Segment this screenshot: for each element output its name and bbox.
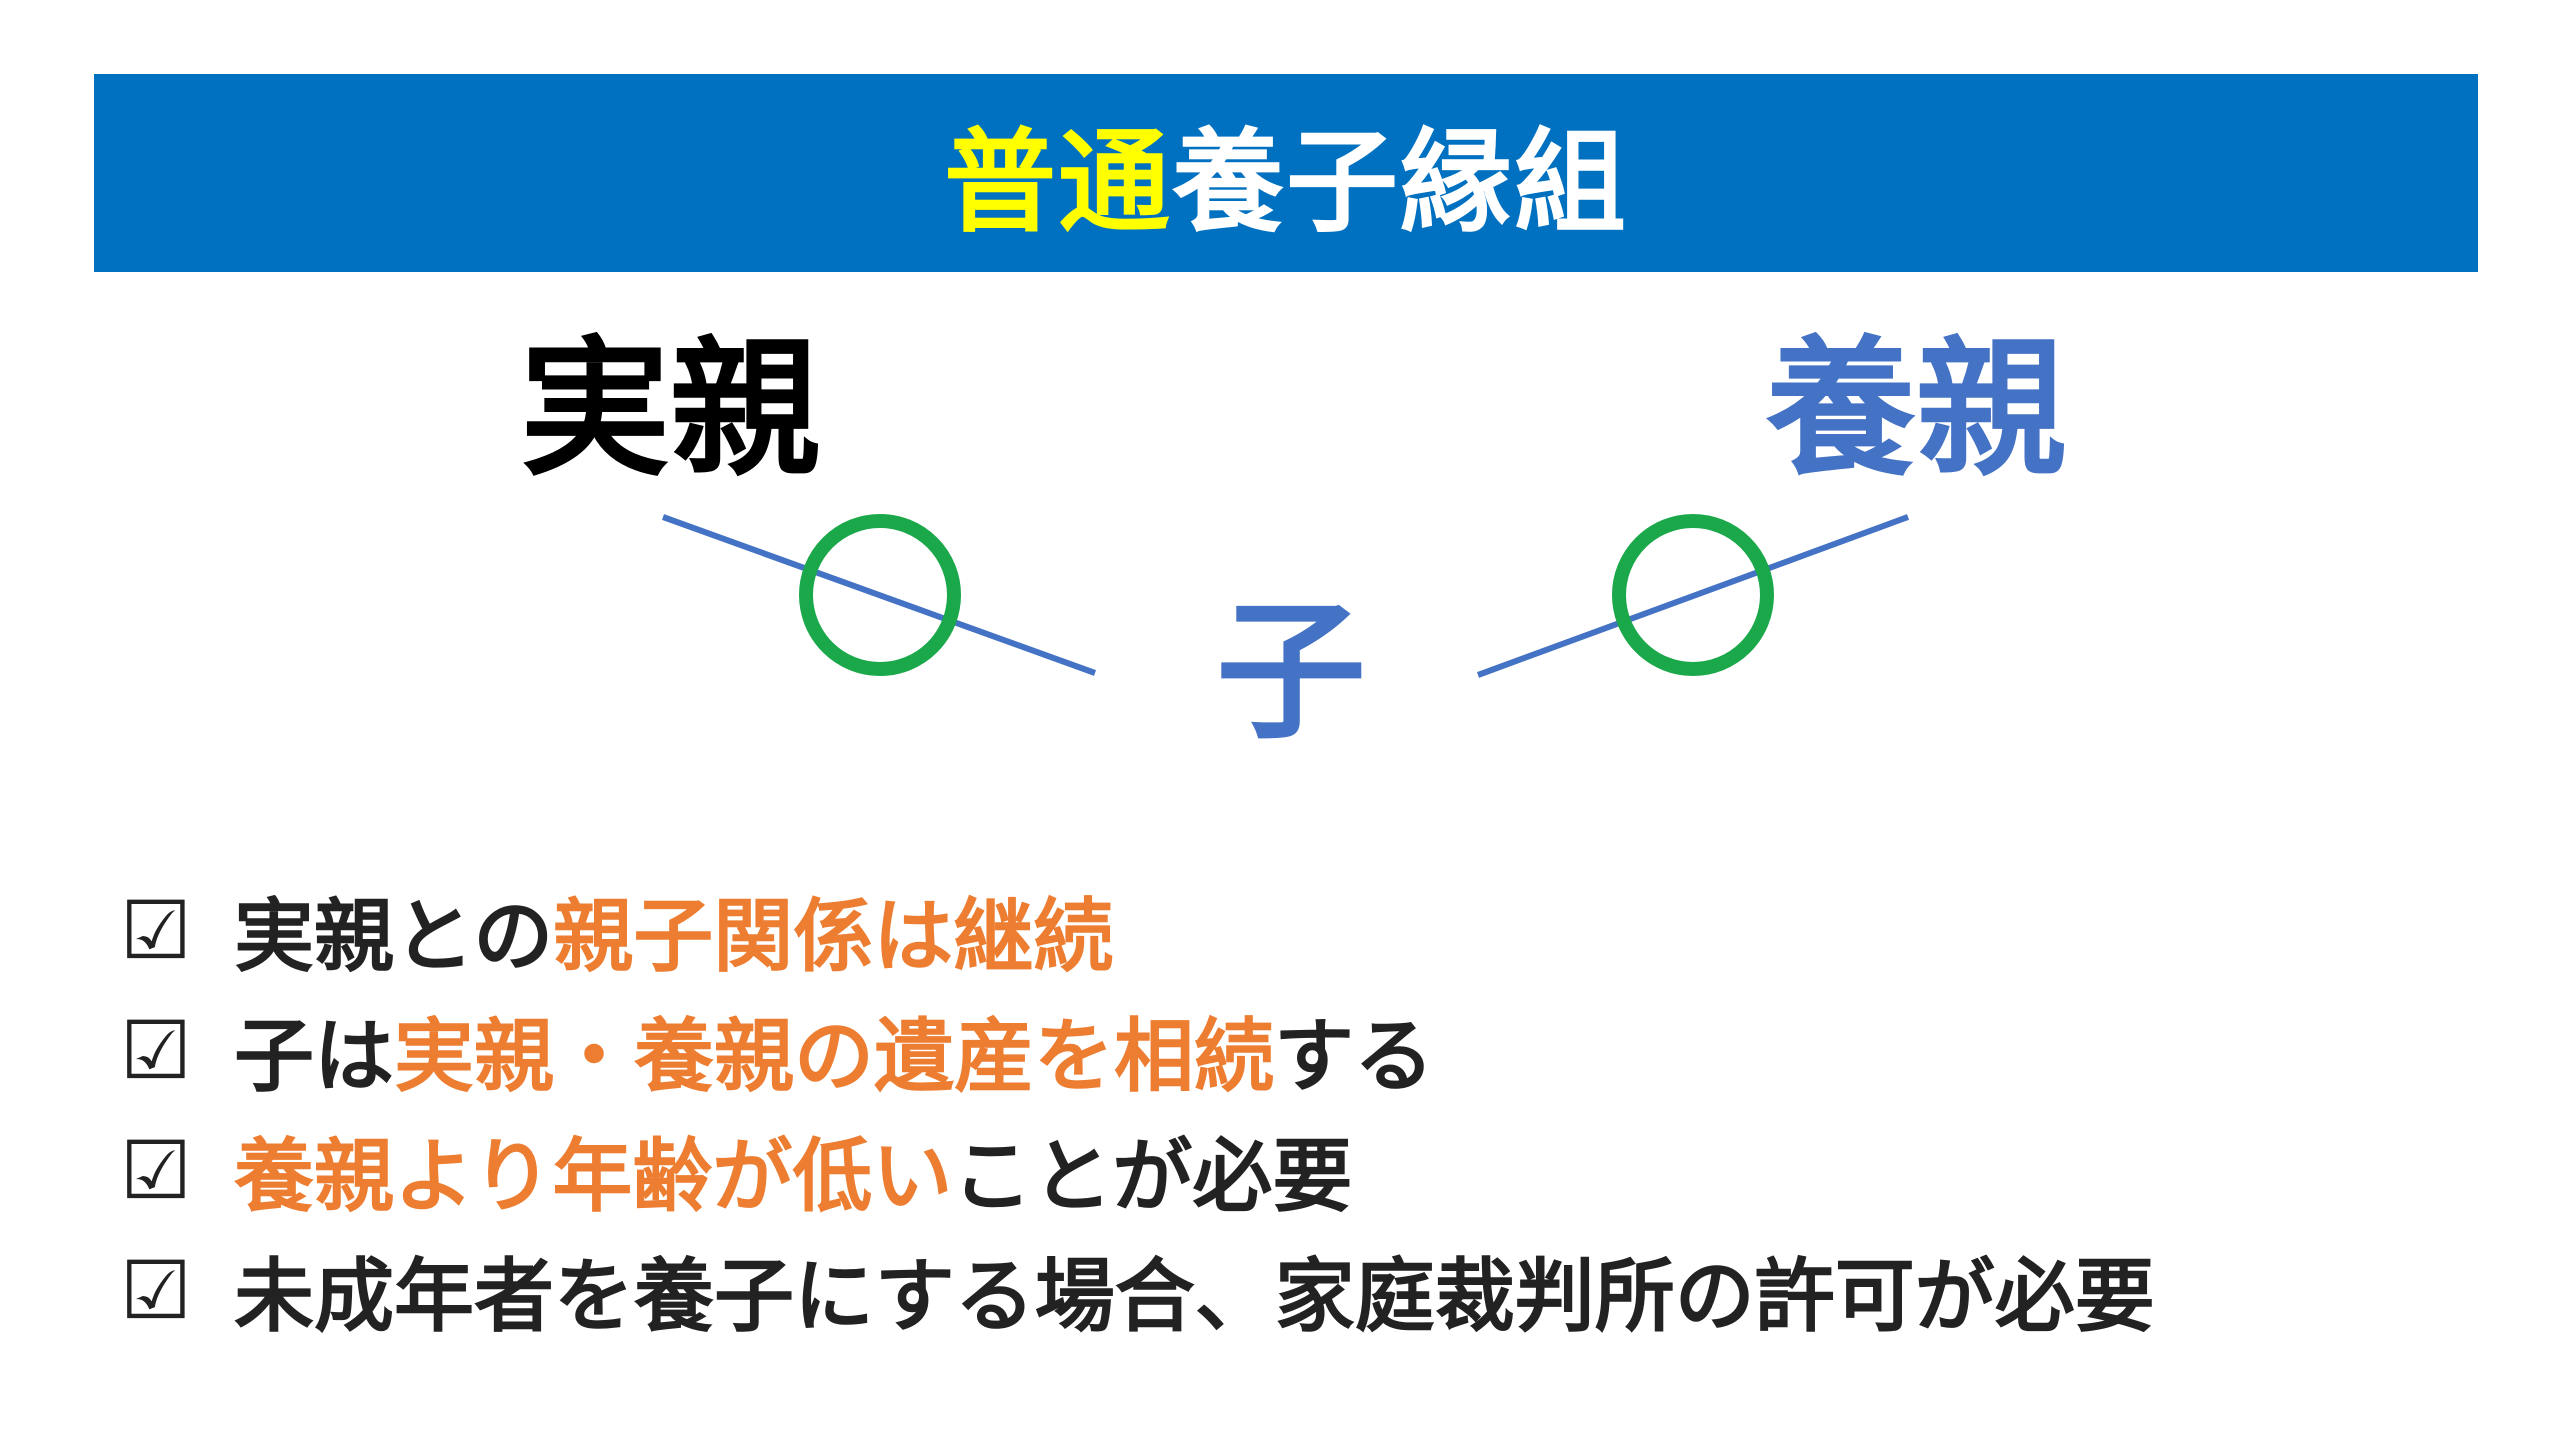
title-rest: 養子縁組: [1172, 118, 1628, 248]
bullet-text: 子は: [234, 1010, 394, 1103]
bullet-highlight: 養親より年齢が低い: [234, 1130, 953, 1223]
checkbox-icon: ☑: [120, 1123, 192, 1217]
adoptive-parent-circle: [1612, 514, 1774, 676]
checkbox-icon: ☑: [120, 1003, 192, 1097]
checkbox-icon: ☑: [120, 1243, 192, 1337]
bullet-text: ことが必要: [952, 1130, 1353, 1223]
bullet-item: ☑ 養親より年齢が低いことが必要: [120, 1110, 2155, 1230]
bullet-item: ☑ 実親との親子関係は継続: [120, 870, 2155, 990]
bullet-text: する: [1274, 1010, 1434, 1103]
child-label: 子: [1216, 586, 1367, 760]
checkbox-icon: ☑: [120, 883, 192, 977]
real-parent-line: [661, 514, 1097, 676]
bullet-item: ☑ 未成年者を養子にする場合、家庭裁判所の許可が必要: [120, 1230, 2155, 1350]
bullet-highlight: 親子関係は継続: [553, 890, 1114, 983]
adoptive-parent-label: 養親: [1766, 323, 2067, 497]
adoptive-parent-line: [1476, 514, 1910, 678]
title-highlight: 普通: [944, 118, 1172, 248]
real-parent-label: 実親: [520, 323, 821, 497]
bullet-text: 未成年者を養子にする場合、家庭裁判所の許可が必要: [234, 1250, 2155, 1343]
title-bar: 普通養子縁組: [94, 74, 2478, 272]
bullet-text: 実親との: [234, 890, 554, 983]
bullet-item: ☑ 子は実親・養親の遺産を相続する: [120, 990, 2155, 1110]
bullet-highlight: 実親・養親の遺産を相続: [394, 1010, 1274, 1103]
real-parent-circle: [799, 514, 961, 676]
bullet-list: ☑ 実親との親子関係は継続 ☑ 子は実親・養親の遺産を相続する ☑ 養親より年齢…: [120, 870, 2155, 1350]
